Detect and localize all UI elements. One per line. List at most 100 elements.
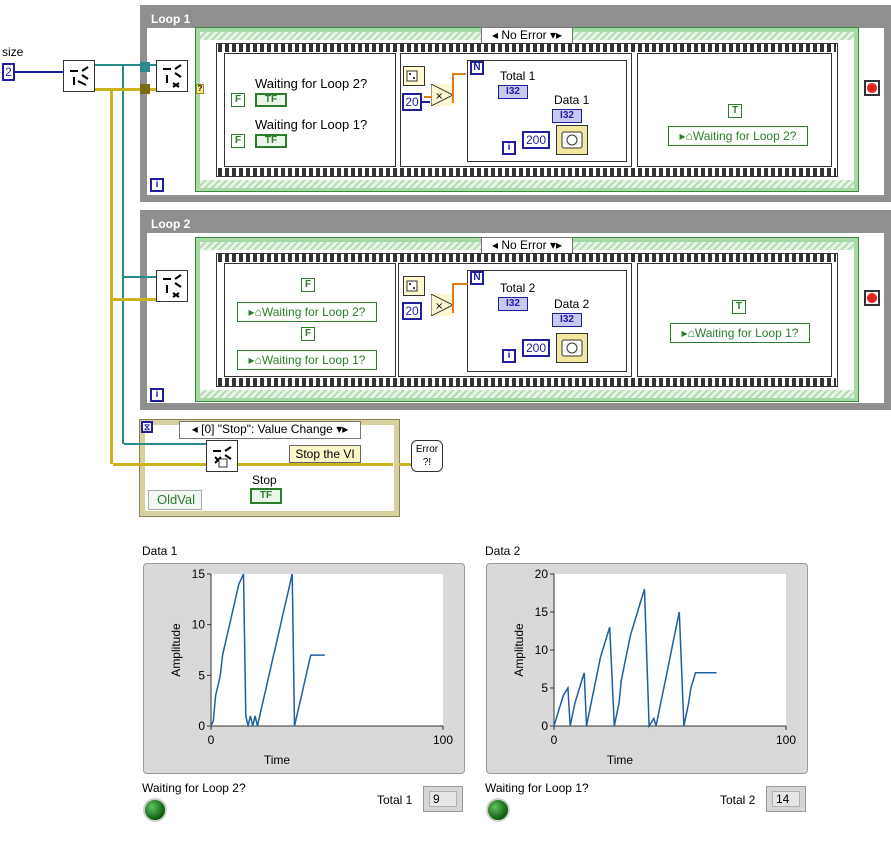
waiting-loop1-indicator: TF [255, 134, 287, 148]
stop-icon [867, 83, 877, 93]
false-constant[interactable]: F [231, 134, 245, 148]
x-tick-label: 0 [551, 733, 558, 747]
dropdown-arrow-icon[interactable]: ▾▸ [336, 422, 349, 436]
sequence-frame-2-3: T ▸⌂Waiting for Loop 1? [637, 263, 832, 377]
led-1-label: Waiting for Loop 2? [142, 781, 246, 795]
dice-icon[interactable] [403, 276, 425, 296]
false-constant[interactable]: F [231, 93, 245, 107]
error-wire-main [110, 88, 113, 464]
multiplier-constant[interactable]: 20 [402, 302, 422, 320]
graph-2-label: Data 2 [485, 544, 521, 558]
svg-text:×: × [435, 91, 443, 102]
error-handler-node[interactable]: Error ?! [411, 440, 443, 472]
data-indicator: I32 [552, 109, 582, 123]
waiting-loop1-led [486, 798, 510, 822]
oldval-node: OldVal [148, 490, 202, 510]
notifier-icon [70, 66, 89, 86]
local-var-arrow-icon: ▸⌂ [248, 353, 262, 367]
multiply-node[interactable]: × [430, 293, 455, 317]
stop-icon [867, 293, 877, 303]
x-tick-label: 100 [776, 733, 796, 747]
for-loop-2[interactable]: N Total 2 I32 Data 2 I32 200 i [467, 270, 627, 372]
local-var-arrow-icon: ▸⌂ [248, 305, 262, 319]
stop-the-vi-label: Stop the VI [289, 445, 361, 463]
wait-notifier-icon [163, 274, 182, 298]
size-control-terminal[interactable]: 2 [2, 63, 15, 81]
teal-wire-main [122, 64, 124, 444]
local-variable[interactable]: ▸⌂Waiting for Loop 1? [237, 350, 377, 370]
x-tick-label: 100 [433, 733, 453, 747]
random-number-icon [406, 280, 418, 292]
wait-notification-node-1[interactable] [156, 60, 188, 92]
graph-1-label: Data 1 [142, 544, 178, 558]
plot-area [554, 574, 786, 726]
wait-node[interactable] [556, 333, 588, 363]
release-notifier-icon [213, 446, 232, 468]
multiply-node[interactable]: × [430, 83, 455, 107]
plot-area [211, 574, 443, 726]
y-tick-label: 0 [541, 719, 548, 733]
loop-2-title: Loop 2 [147, 217, 884, 233]
iteration-i: i [502, 349, 516, 363]
local-var-arrow-icon: ▸⌂ [681, 326, 695, 340]
case-selector-1[interactable]: ◂ No Error ▾▸ [481, 27, 573, 45]
obtain-notifier-node[interactable] [63, 60, 95, 92]
size-wire [15, 71, 65, 73]
decrement-arrow-icon[interactable]: ◂ [491, 28, 498, 42]
stop-terminal-1[interactable] [864, 80, 880, 96]
false-constant[interactable]: F [301, 278, 315, 292]
decrement-arrow-icon[interactable]: ◂ [491, 238, 498, 252]
local-variable[interactable]: ▸⌂Waiting for Loop 1? [670, 323, 810, 343]
total-indicator: I32 [498, 297, 528, 311]
waiting-loop2-indicator: TF [255, 93, 287, 107]
error-bubble-icon: Error ?! [415, 444, 439, 468]
total-2-indicator: 14 [766, 786, 806, 812]
y-tick-label: 5 [541, 681, 548, 695]
dice-icon[interactable] [403, 66, 425, 86]
total-1-indicator: 9 [423, 786, 463, 812]
local-variable[interactable]: ▸⌂Waiting for Loop 2? [668, 126, 808, 146]
sequence-frame-2-2: 20 × N Total 2 I32 Data 2 I32 200 i [398, 263, 632, 377]
true-constant[interactable]: T [728, 104, 742, 118]
random-number-icon [406, 70, 418, 82]
case-selector-terminal: ? [196, 84, 204, 94]
y-tick-label: 20 [535, 567, 549, 581]
y-tick-label: 10 [192, 618, 206, 632]
wait-node[interactable] [556, 125, 588, 155]
decrement-arrow-icon[interactable]: ◂ [191, 422, 198, 436]
local-variable[interactable]: ▸⌂Waiting for Loop 2? [237, 302, 377, 322]
x-axis-title: Time [607, 753, 634, 767]
multiplier-constant[interactable]: 20 [402, 93, 422, 111]
wait-ms-constant[interactable]: 200 [522, 131, 550, 149]
release-notifier-node[interactable] [206, 440, 238, 472]
sequence-frame-1-2: 20 × N Total 1 I32 Data 1 I32 200 i [400, 53, 632, 167]
tunnel-icon [140, 62, 150, 72]
false-constant[interactable]: F [301, 327, 315, 341]
loop-count-N: N [470, 271, 484, 285]
stop-button-terminal[interactable]: TF [250, 488, 282, 504]
event-selector[interactable]: ◂ [0] "Stop": Value Change ▾▸ [179, 421, 361, 439]
true-constant[interactable]: T [732, 300, 746, 314]
dropdown-arrow-icon[interactable]: ▾▸ [550, 28, 563, 42]
for-loop-1[interactable]: N Total 1 I32 Data 1 I32 200 i [467, 60, 627, 162]
sequence-frame-1-3: T ▸⌂Waiting for Loop 2? [637, 53, 832, 167]
wait-ms-constant[interactable]: 200 [522, 339, 550, 357]
total-indicator: I32 [498, 85, 528, 99]
iteration-i: i [502, 141, 516, 155]
stop-terminal-2[interactable] [864, 290, 880, 306]
data-indicator: I32 [552, 313, 582, 327]
total-1-label: Total 1 [377, 793, 413, 807]
wait-notifier-icon [163, 64, 182, 88]
multiply-icon: × [430, 293, 455, 317]
dropdown-arrow-icon[interactable]: ▾▸ [550, 238, 563, 252]
wait-notification-node-2[interactable] [156, 270, 188, 302]
y-tick-label: 5 [198, 668, 205, 682]
y-tick-label: 10 [535, 643, 549, 657]
total-2-label: Total 2 [720, 793, 756, 807]
size-label: size [2, 45, 24, 59]
loop-2-iteration: i [150, 388, 164, 402]
y-tick-label: 0 [198, 719, 205, 733]
